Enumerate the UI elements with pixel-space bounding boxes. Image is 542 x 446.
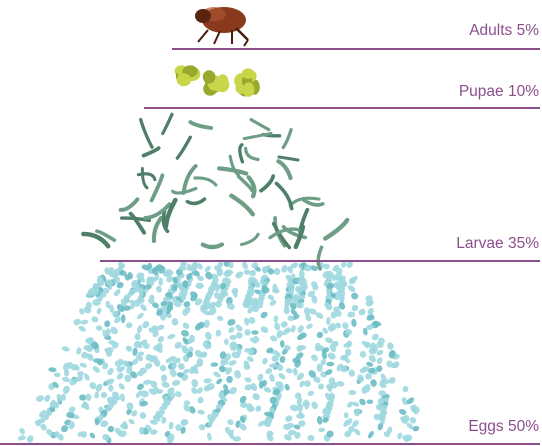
tier-label-eggs: Eggs 50% xyxy=(468,418,539,436)
eggs-icon xyxy=(17,259,421,444)
pupae-icon xyxy=(175,65,260,97)
tier-label-adults: Adults 5% xyxy=(469,22,539,40)
tier-label-larvae: Larvae 35% xyxy=(456,235,539,253)
flea-icon xyxy=(195,7,248,46)
tier-label-pupae: Pupae 10% xyxy=(459,83,539,101)
larvae-icon xyxy=(83,114,347,269)
